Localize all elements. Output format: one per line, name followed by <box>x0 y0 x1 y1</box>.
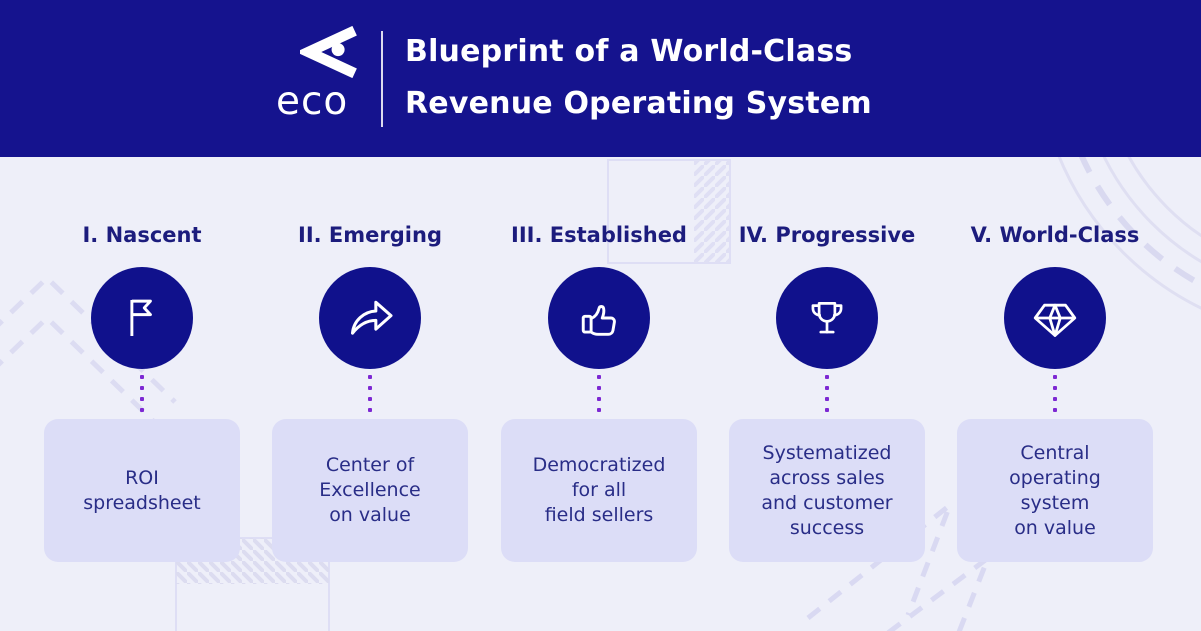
stage-progressive-card: Systematized across sales and customer s… <box>729 419 925 562</box>
card-line: operating <box>1009 466 1101 489</box>
card-line: spreadsheet <box>83 491 201 514</box>
stage-established-circle <box>548 267 650 369</box>
stage-progressive: IV. Progressive Systematized across sale… <box>713 157 941 631</box>
card-line: Center of <box>325 454 415 476</box>
diamond-icon <box>1033 303 1077 337</box>
card-line: Excellence <box>319 479 421 501</box>
flag-icon <box>130 299 152 336</box>
header-divider <box>381 31 383 127</box>
card-line: system <box>1020 491 1090 514</box>
stage-emerging-card: Center of Excellence on value <box>272 419 468 562</box>
share-arrow-icon <box>350 300 393 335</box>
page-title-line1: Blueprint of a World-Class <box>405 34 853 69</box>
card-line: for all <box>571 479 627 501</box>
trophy-icon <box>811 302 843 334</box>
card-line: Systematized <box>762 441 892 464</box>
eco-chevron-icon <box>300 26 357 78</box>
stage-world-class-label: V. World-Class <box>970 223 1140 247</box>
card-line: across sales <box>769 466 885 489</box>
card-line: and customer <box>761 491 893 514</box>
dotted-connector <box>256 375 484 417</box>
header: eco Blueprint of a World-Class Revenue O… <box>0 0 1201 157</box>
stage-established-label: III. Established <box>511 223 687 247</box>
logo-wordmark: eco <box>276 79 349 124</box>
stage-nascent: I. Nascent ROI spreadsheet <box>28 157 256 631</box>
stage-nascent-label: I. Nascent <box>82 223 202 247</box>
dotted-connector <box>485 375 713 417</box>
stage-emerging-label: II. Emerging <box>298 223 442 247</box>
dotted-connector <box>713 375 941 417</box>
stage-emerging-circle <box>319 267 421 369</box>
card-line: Central <box>1020 441 1090 464</box>
page-title: Blueprint of a World-Class Revenue Opera… <box>405 26 872 130</box>
stage-world-class-circle <box>1004 267 1106 369</box>
stage-emerging: II. Emerging Center of Excellence on val… <box>256 157 484 631</box>
stage-progressive-circle <box>776 267 878 369</box>
stage-established: III. Established Democratized for all fi… <box>485 157 713 631</box>
eco-logo: eco <box>276 22 376 124</box>
dotted-connector <box>28 375 256 417</box>
stage-nascent-circle <box>91 267 193 369</box>
dotted-connector <box>941 375 1169 417</box>
card-line: on value <box>1014 516 1096 539</box>
stage-world-class: V. World-Class Central operating system … <box>941 157 1169 631</box>
card-line: Democratized <box>532 454 666 476</box>
card-line: ROI <box>125 466 159 489</box>
stage-world-class-card: Central operating system on value <box>957 419 1153 562</box>
stage-established-card: Democratized for all field sellers <box>501 419 697 562</box>
page-title-line2: Revenue Operating System <box>405 86 872 121</box>
stage-nascent-card: ROI spreadsheet <box>44 419 240 562</box>
card-line: field sellers <box>544 504 654 526</box>
card-line: on value <box>329 504 411 526</box>
card-line: success <box>789 516 865 539</box>
thumbs-up-icon <box>581 305 616 336</box>
stage-progressive-label: IV. Progressive <box>738 223 916 247</box>
